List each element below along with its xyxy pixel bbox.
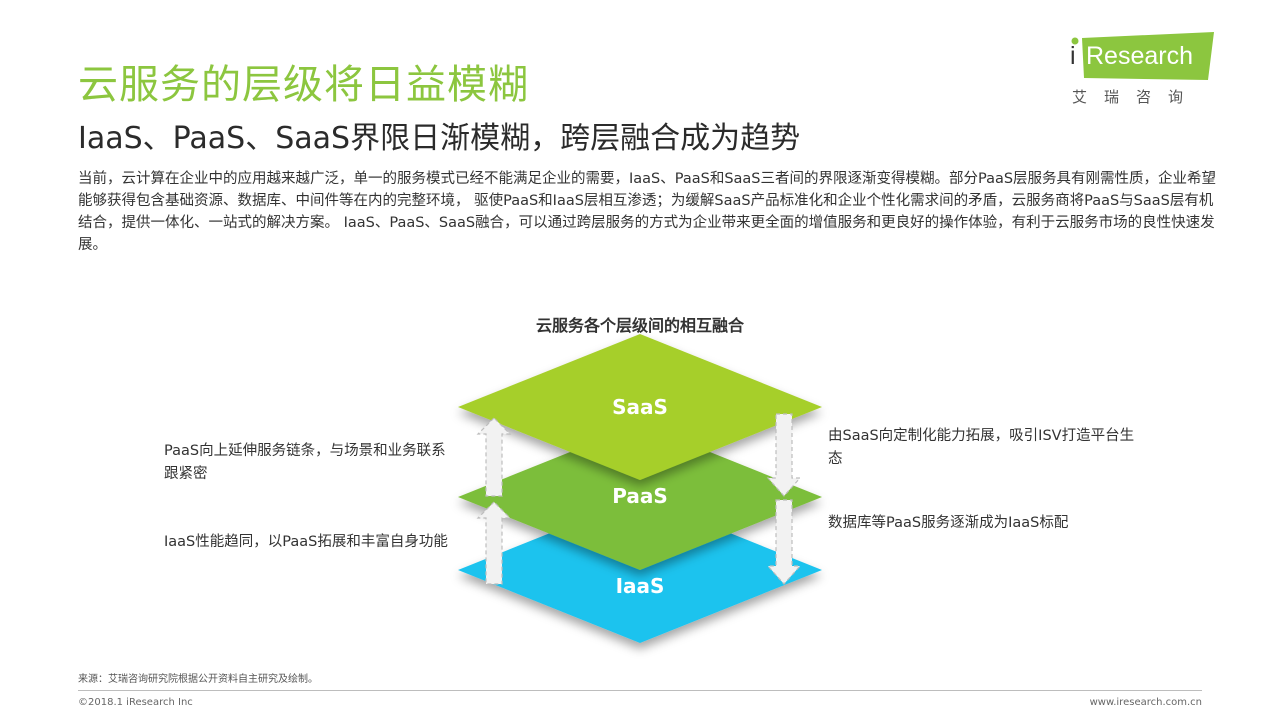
website-url: www.iresearch.com.cn — [1089, 697, 1202, 708]
diagram-title: 云服务各个层级间的相互融合 — [535, 316, 744, 335]
saas-layer — [458, 334, 822, 480]
saas-label: SaaS — [612, 395, 668, 419]
footer-divider — [78, 690, 1202, 691]
source-note: 来源：艾瑞咨询研究院根据公开资料自主研究及绘制。 — [78, 674, 318, 685]
logo-banner-icon — [1071, 32, 1214, 80]
page-subtitle: IaaS、PaaS、SaaS界限日渐模糊，跨层融合成为趋势 — [78, 121, 801, 156]
iaas-label: IaaS — [616, 574, 665, 598]
iresearch-logo: i Research 艾瑞咨询 — [1068, 28, 1218, 108]
logo-wordmark: Research — [1086, 42, 1193, 70]
annotation-saas-down: 由SaaS向定制化能力拓展，吸引ISV打造平台生态 — [828, 428, 1135, 467]
annotation-iaas-up: IaaS性能趋同，以PaaS拓展和丰富自身功能 — [164, 534, 448, 550]
arrow-up-icon — [476, 417, 512, 497]
arrow-down-icon — [766, 413, 802, 497]
annotation-paas-down: 数据库等PaaS服务逐渐成为IaaS标配 — [828, 515, 1069, 531]
arrow-down-icon — [766, 499, 802, 585]
annotation-paas-up: PaaS向上延伸服务链条，与场景和业务联系跟紧密 — [164, 443, 446, 482]
body-paragraph: 当前，云计算在企业中的应用越来越广泛，单一的服务模式已经不能满足企业的需要，Ia… — [78, 171, 1217, 253]
paas-label: PaaS — [612, 484, 668, 508]
logo-chinese-name: 艾瑞咨询 — [1072, 88, 1201, 106]
arrow-up-icon — [476, 501, 512, 585]
copyright: ©2018.1 iResearch Inc — [78, 697, 193, 708]
logo-letter-i: i — [1070, 42, 1076, 70]
page-title: 云服务的层级将日益模糊 — [78, 62, 529, 108]
paas-layer — [458, 424, 822, 570]
